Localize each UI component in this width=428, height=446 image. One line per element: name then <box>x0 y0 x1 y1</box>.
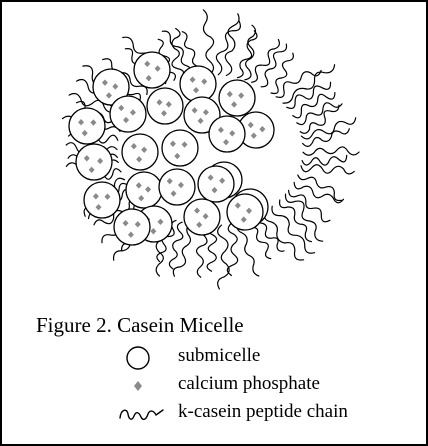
submicelle <box>184 199 220 235</box>
submicelle <box>134 52 170 88</box>
submicelle <box>126 172 162 208</box>
submicelle <box>84 182 120 218</box>
legend-item-submicelle: submicelle <box>2 344 426 370</box>
submicelles <box>69 52 274 245</box>
submicelle <box>147 88 183 124</box>
submicelle <box>162 130 198 166</box>
legend-label-calcium-phosphate: calcium phosphate <box>178 373 320 395</box>
legend-label-peptide-chain: k-casein peptide chain <box>178 401 348 423</box>
peptide-chain-squiggle-icon <box>117 400 169 428</box>
casein-micelle-diagram <box>2 2 426 292</box>
submicelle <box>219 80 255 116</box>
peptide-chain <box>173 224 190 276</box>
legend-item-peptide-chain: k-casein peptide chain <box>2 400 426 426</box>
submicelle <box>198 166 234 202</box>
peptide-chain <box>303 147 359 155</box>
submicelle <box>110 96 146 132</box>
submicelle <box>69 108 105 144</box>
submicelle <box>180 66 216 102</box>
peptide-chain <box>301 165 354 174</box>
peptide-chain <box>297 103 342 125</box>
calcium-phosphate-dot-icon <box>128 372 148 400</box>
submicelle <box>76 144 112 180</box>
submicelle <box>209 116 245 152</box>
submicelle <box>114 209 150 245</box>
submicelle <box>159 169 195 205</box>
legend-label-submicelle: submicelle <box>178 345 260 367</box>
submicelle <box>122 134 158 170</box>
peptide-chain <box>172 29 184 79</box>
peptide-chain <box>218 225 229 289</box>
figure-caption: Figure 2. Casein Micelle <box>36 313 244 338</box>
peptide-chain <box>302 155 347 165</box>
submicelle-circle-icon <box>123 344 153 372</box>
legend-item-calcium-phosphate: calcium phosphate <box>2 372 426 398</box>
submicelle <box>227 194 263 230</box>
peptide-chain <box>203 10 213 75</box>
peptide-chain <box>272 206 315 253</box>
